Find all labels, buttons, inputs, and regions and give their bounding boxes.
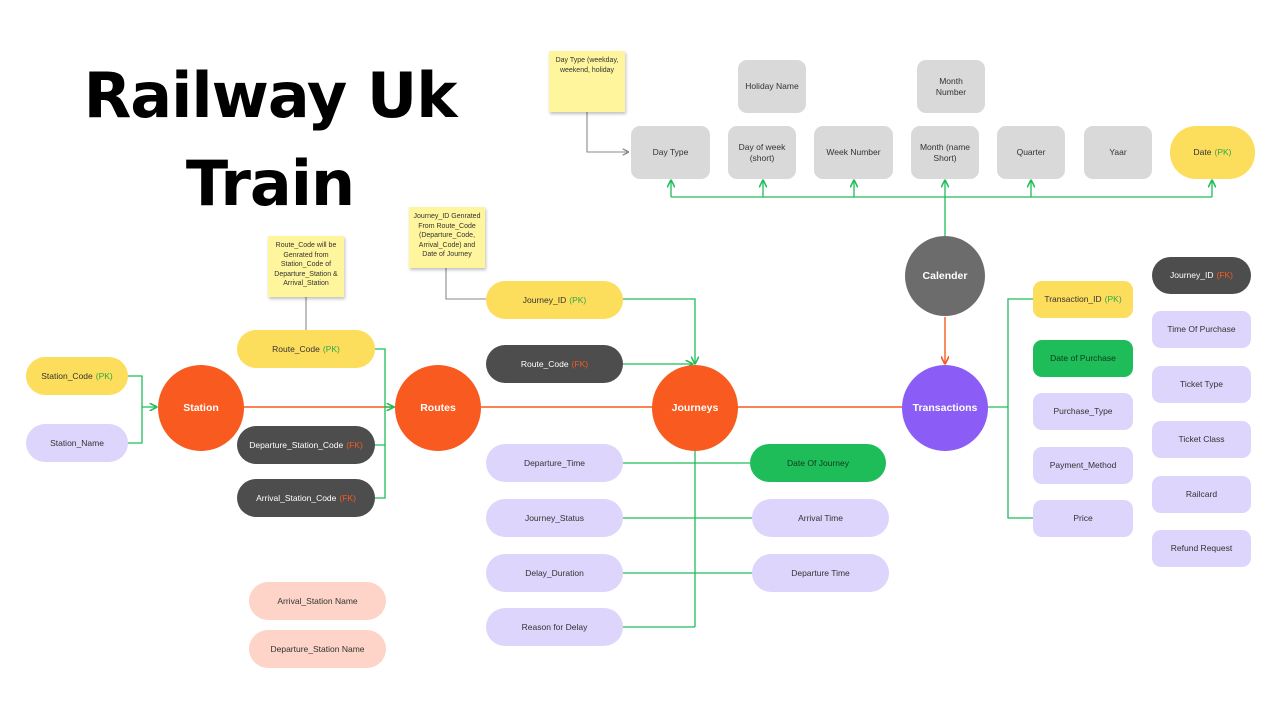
journey-id-attr[interactable]: Journey_ID(PK) [486, 281, 623, 319]
station-code-label: Station_Code [41, 370, 93, 381]
arrival-station-code-label: Arrival_Station_Code [256, 492, 337, 503]
pk-tag: (PK) [1214, 147, 1232, 157]
fk-tag: (FK) [571, 358, 589, 369]
note-journey-id: Journey_ID Genrated From Route_Code (Dep… [409, 207, 485, 268]
pk-tag: (PK) [569, 294, 587, 305]
link-note-day-type [586, 112, 628, 152]
delay-duration-attr[interactable]: Delay_Duration [486, 554, 623, 592]
entity-routes[interactable]: Routes [395, 365, 481, 451]
link-arrival-code [375, 445, 386, 499]
date-of-purchase-attr[interactable]: Date of Purchase [1033, 340, 1133, 377]
entity-transactions[interactable]: Transactions [902, 365, 988, 451]
ticket-journey-id-label: Journey_ID [1170, 270, 1214, 280]
date-label: Date [1193, 147, 1212, 157]
date-of-journey-attr[interactable]: Date Of Journey [750, 444, 886, 482]
departure-station-name-attr[interactable]: Departure_Station Name [249, 630, 386, 668]
journey-id-label: Journey_ID [522, 294, 567, 305]
day-type-attr[interactable]: Day Type [631, 126, 710, 179]
reason-for-delay-attr[interactable]: Reason for Delay [486, 608, 623, 646]
departure-station-code-attr[interactable]: Departure_Station_Code(FK) [237, 426, 375, 464]
time-of-purchase-attr[interactable]: Time Of Purchase [1152, 311, 1251, 348]
day-of-week-attr[interactable]: Day of week (short) [728, 126, 796, 179]
journey-departure-time-attr[interactable]: Departure Time [752, 554, 889, 592]
entity-journeys[interactable]: Journeys [652, 365, 738, 451]
link-station-name [128, 407, 143, 444]
price-attr[interactable]: Price [1033, 500, 1133, 537]
transaction-id-attr[interactable]: Transaction_ID(PK) [1033, 281, 1133, 318]
departure-station-code-label: Departure_Station_Code [249, 439, 344, 450]
link-station-code [128, 375, 156, 407]
entity-station[interactable]: Station [158, 365, 244, 451]
month-number-attr[interactable]: Month Number [917, 60, 985, 113]
purchase-type-attr[interactable]: Purchase_Type [1033, 393, 1133, 430]
arrival-station-code-attr[interactable]: Arrival_Station_Code(FK) [237, 479, 375, 517]
note-day-type: Day Type (weekday, weekend, holiday [549, 51, 625, 112]
payment-method-attr[interactable]: Payment_Method [1033, 447, 1133, 484]
transaction-id-label: Transaction_ID [1044, 294, 1102, 304]
quarter-attr[interactable]: Quarter [997, 126, 1065, 179]
date-attr[interactable]: Date(PK) [1170, 126, 1255, 179]
station-name-attr[interactable]: Station_Name [26, 424, 128, 462]
link-departure-code [375, 407, 386, 446]
pk-tag: (PK) [95, 370, 113, 381]
link-note-journey [445, 268, 486, 300]
pk-tag: (PK) [1104, 294, 1122, 304]
fk-tag: (FK) [346, 439, 363, 450]
refund-request-attr[interactable]: Refund Request [1152, 530, 1251, 567]
title-line-1: Railway Uk [83, 59, 458, 132]
transaction-trunk [1007, 298, 1033, 519]
journey-status-attr[interactable]: Journey_Status [486, 499, 623, 537]
departure-time-attr[interactable]: Departure_Time [486, 444, 623, 482]
diagram-title: Railway Uk Train [60, 52, 480, 228]
ticket-type-attr[interactable]: Ticket Type [1152, 366, 1251, 403]
journey-route-code-label: Route_Code [520, 358, 569, 369]
title-line-2: Train [185, 147, 355, 220]
ticket-class-attr[interactable]: Ticket Class [1152, 421, 1251, 458]
entity-calender[interactable]: Calender [905, 236, 985, 316]
month-short-attr[interactable]: Month (name Short) [911, 126, 979, 179]
ticket-journey-id-attr[interactable]: Journey_ID(FK) [1152, 257, 1251, 294]
holiday-name-attr[interactable]: Holiday Name [738, 60, 806, 113]
route-code-attr[interactable]: Route_Code(PK) [237, 330, 375, 368]
year-attr[interactable]: Yaar [1084, 126, 1152, 179]
link-journey-id [623, 298, 695, 363]
railcard-attr[interactable]: Railcard [1152, 476, 1251, 513]
fk-tag: (FK) [1216, 270, 1233, 280]
note-route-code: Route_Code will be Genrated from Station… [268, 236, 344, 297]
link-route-code [375, 348, 393, 407]
arrival-station-name-attr[interactable]: Arrival_Station Name [249, 582, 386, 620]
fk-tag: (FK) [339, 492, 356, 503]
route-code-label: Route_Code [272, 343, 320, 354]
station-code-attr[interactable]: Station_Code(PK) [26, 357, 128, 395]
week-number-attr[interactable]: Week Number [814, 126, 893, 179]
arrival-time-attr[interactable]: Arrival Time [752, 499, 889, 537]
journey-route-code-attr[interactable]: Route_Code(FK) [486, 345, 623, 383]
pk-tag: (PK) [322, 343, 340, 354]
